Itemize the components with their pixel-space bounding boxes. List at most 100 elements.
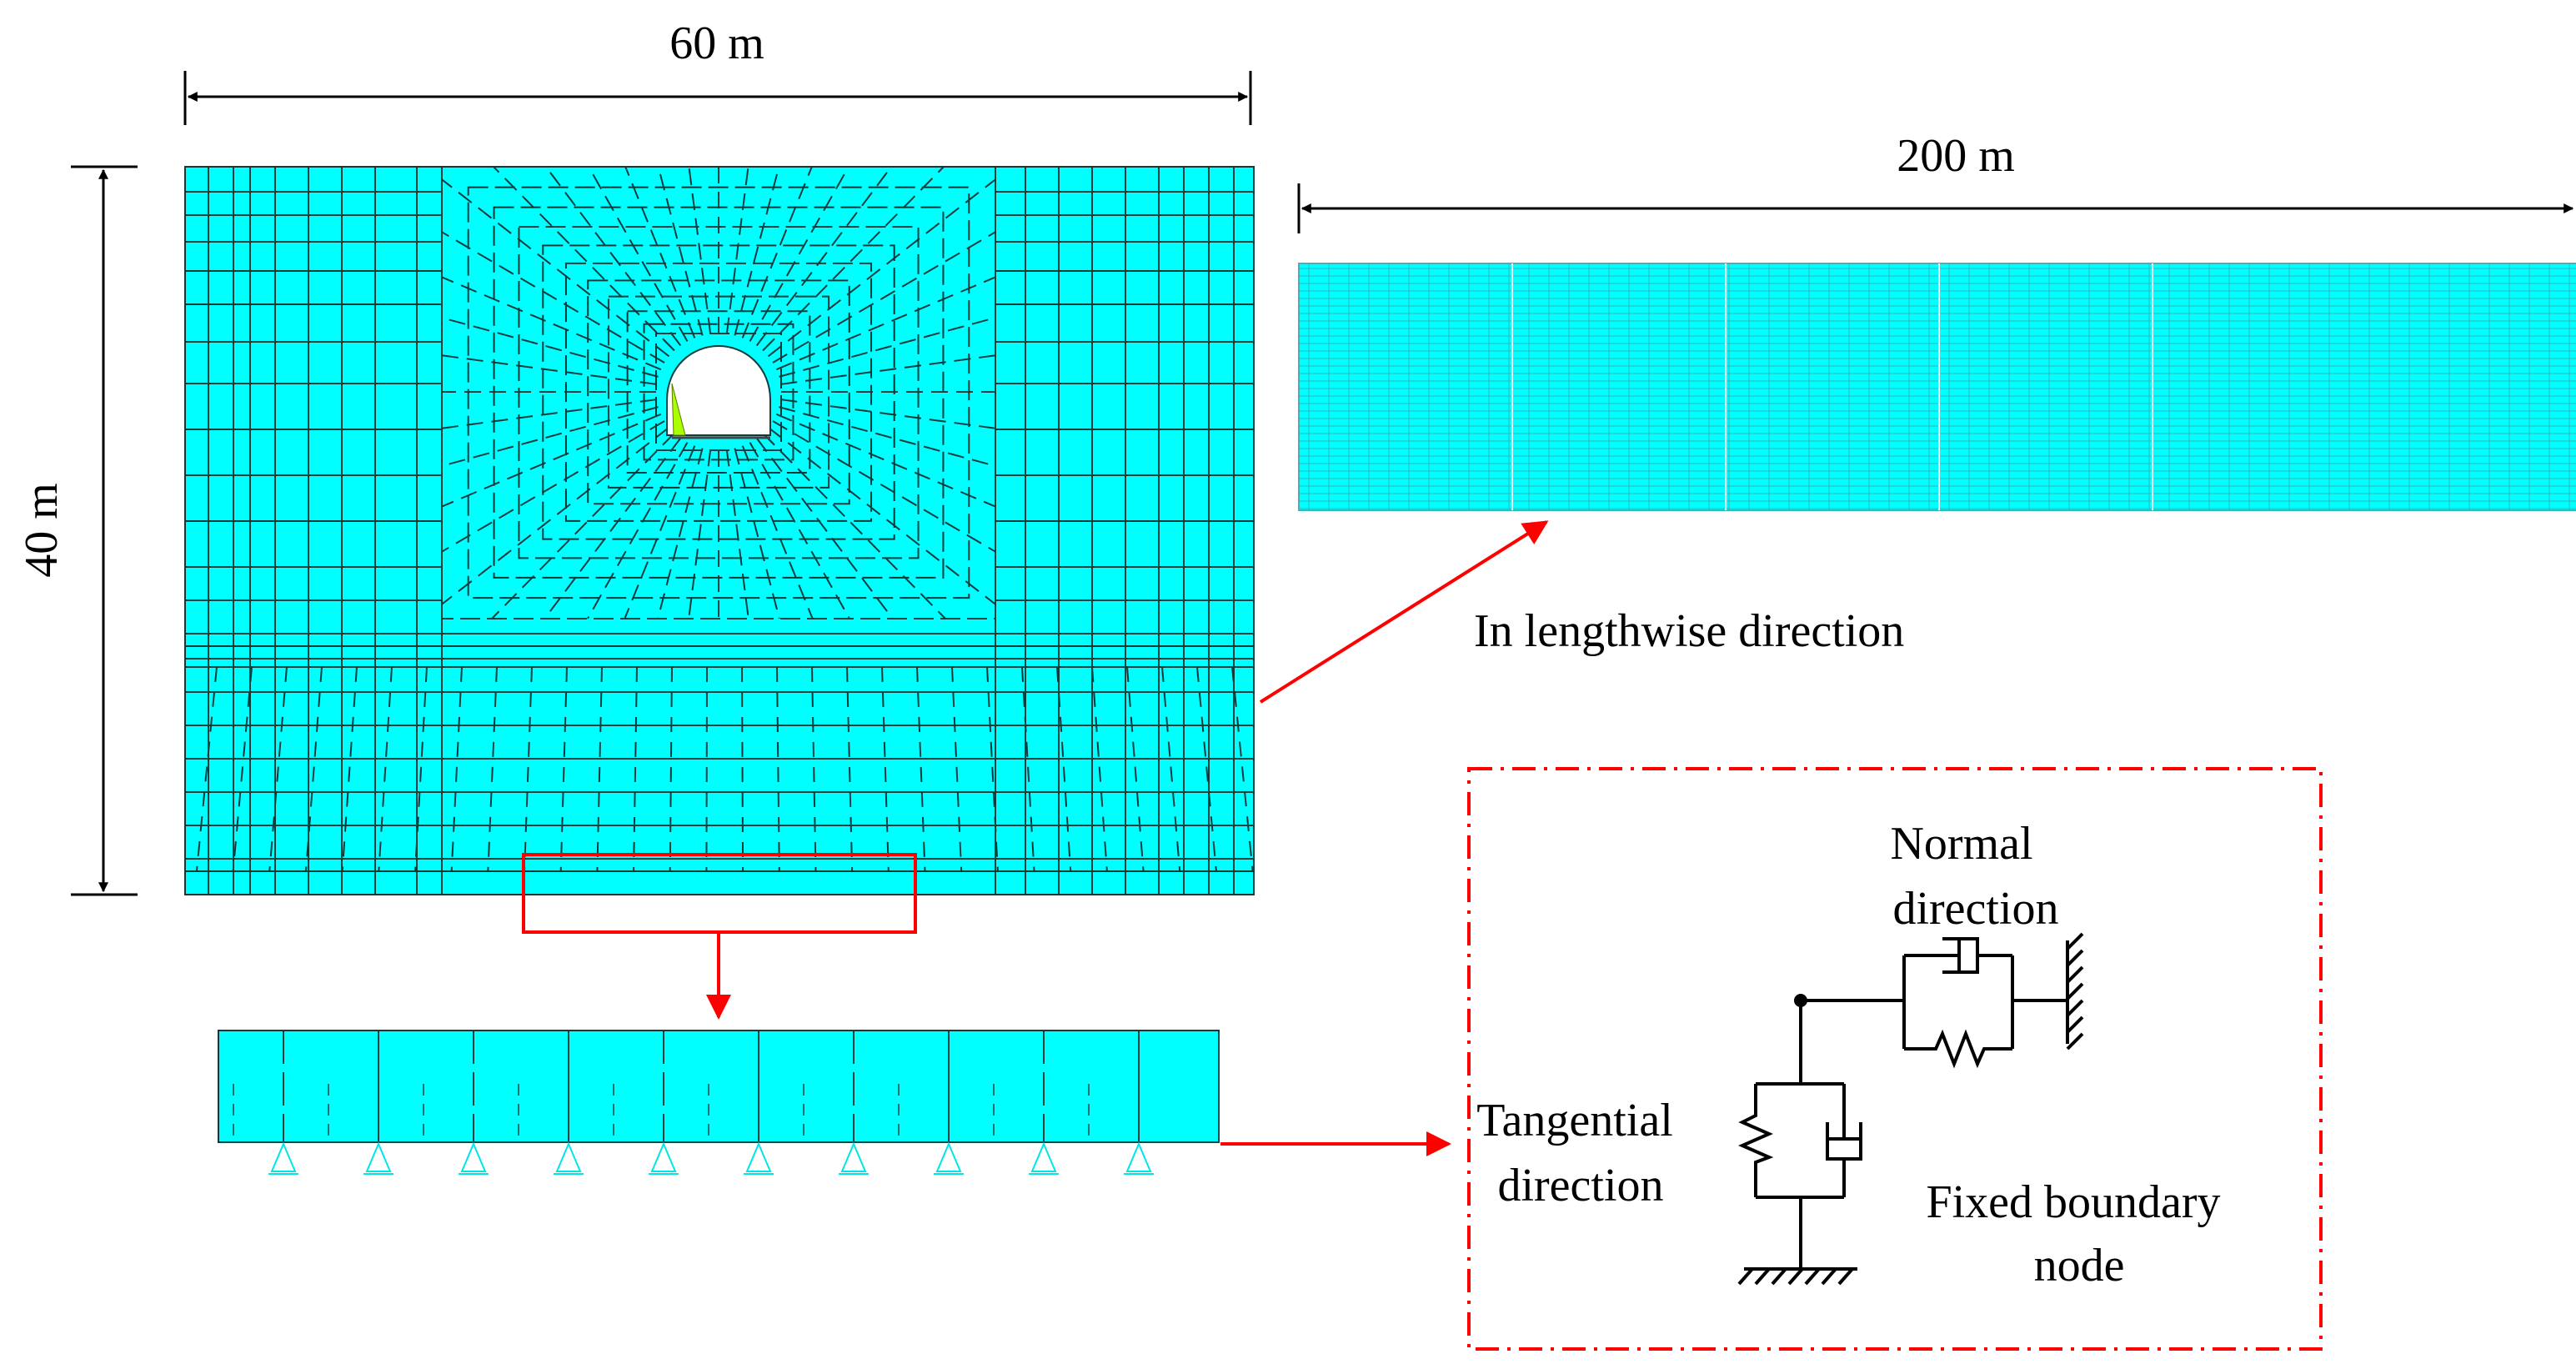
width-dimension: 60 m: [183, 18, 1252, 125]
mesh-line: [780, 354, 996, 385]
mesh-line: [749, 442, 850, 619]
mesh-line: [441, 354, 657, 385]
spring-icon: [1927, 1029, 1987, 1069]
mesh-line: [559, 666, 568, 872]
mesh-line: [657, 167, 704, 336]
fixed-support-icon: [1029, 1141, 1059, 1175]
mesh-line: [441, 399, 657, 429]
mesh-line: [986, 666, 999, 872]
cross-section-mesh: [184, 166, 1255, 934]
mesh-line: [524, 666, 533, 872]
mesh-line: [493, 167, 675, 352]
fixed-support-icon: [459, 1141, 489, 1175]
mesh-line: [776, 666, 780, 872]
mesh-line: [1231, 666, 1254, 872]
mesh-line: [545, 167, 682, 347]
mesh-line: [725, 449, 749, 619]
mesh-line: [341, 666, 358, 872]
mesh-line: [811, 666, 817, 872]
mesh-line: [767, 178, 996, 358]
boundary-strip: [218, 1030, 1220, 1175]
mesh-line: [688, 449, 712, 619]
mesh-line: [767, 426, 996, 605]
mesh-line: [669, 666, 673, 872]
mesh-line: [780, 399, 996, 429]
mesh-line: [916, 666, 926, 872]
mesh-line: [1126, 666, 1145, 872]
mesh-line: [741, 167, 813, 338]
mesh-line: [688, 167, 712, 334]
mesh-line: [441, 231, 665, 364]
mesh-line: [441, 420, 665, 553]
mesh-line: [491, 432, 675, 619]
length-dimension: 200 m: [1297, 130, 2574, 233]
fixed-support-icon: [934, 1141, 964, 1175]
mesh-line: [762, 167, 945, 352]
mesh-line: [1056, 666, 1072, 872]
mesh-line: [441, 317, 659, 378]
mesh-line: [775, 276, 996, 371]
dashpot-icon: [1826, 1122, 1862, 1161]
normal-direction-label: Normal direction: [1890, 818, 2058, 935]
fixed-support-icon: [363, 1141, 393, 1175]
mesh-line: [1196, 666, 1217, 872]
mesh-line: [441, 276, 662, 371]
mesh-line: [624, 167, 696, 338]
mesh-line: [779, 406, 996, 467]
mesh-line: [304, 666, 323, 872]
fixed-boundary-node-label: Fixed boundary node: [1926, 1176, 2232, 1291]
mesh-line: [749, 167, 849, 342]
mesh-line: [657, 448, 704, 619]
mesh-line: [779, 317, 996, 378]
mesh-line: [441, 426, 670, 605]
spring-icon: [1738, 1109, 1774, 1167]
ground-hatch-icon: [2066, 932, 2084, 1051]
mesh-line: [775, 413, 996, 508]
mesh-line: [705, 666, 708, 872]
tangential-direction-label: Tangential direction: [1476, 1095, 1685, 1211]
mesh-line: [414, 666, 428, 872]
ground-hatch-icon: [1737, 1267, 1857, 1286]
fixed-support-icon: [649, 1141, 679, 1175]
tunnel-opening: [666, 344, 771, 436]
mesh-line: [588, 167, 689, 342]
fixed-support-icon: [744, 1141, 774, 1175]
mesh-line: [772, 420, 996, 553]
fixed-support-icon: [268, 1141, 298, 1175]
mesh-line: [441, 406, 659, 467]
mesh-line: [232, 666, 253, 872]
width-label: 60 m: [669, 18, 764, 69]
normal-spring-dashpot: [1801, 954, 2067, 1051]
lining-segment: [671, 383, 686, 436]
dashpot-icon: [1942, 937, 1979, 974]
mesh-line: [1091, 666, 1108, 872]
mesh-line: [487, 666, 498, 872]
mesh-line: [378, 666, 393, 872]
longitudinal-mesh: [1298, 263, 2576, 511]
mesh-line: [441, 413, 662, 508]
mesh-line: [951, 666, 963, 872]
mesh-ring: [626, 310, 811, 474]
fixed-support-icon: [554, 1141, 584, 1175]
mesh-line: [755, 437, 894, 619]
mesh-line: [734, 448, 780, 619]
mesh-line: [596, 666, 603, 872]
mesh-line: [846, 666, 854, 872]
mesh-line: [755, 167, 892, 347]
mesh-line: [633, 666, 638, 872]
mesh-line: [1161, 666, 1181, 872]
mesh-line: [741, 445, 814, 619]
mesh-line: [762, 432, 946, 619]
mesh-line: [881, 666, 890, 872]
tangential-spring-dashpot: [1754, 1000, 1846, 1269]
mesh-line: [725, 167, 749, 334]
lengthwise-label: In lengthwise direction: [1474, 605, 1904, 657]
fixed-support-icon: [1124, 1141, 1154, 1175]
boundary-detail-box: Normal direction Tangential direction Fi…: [1467, 767, 2323, 1351]
mesh-line: [587, 442, 689, 619]
mesh-line: [772, 231, 996, 364]
mesh-line: [734, 167, 780, 336]
mesh-line: [268, 666, 288, 872]
height-label: 40 m: [16, 483, 68, 578]
